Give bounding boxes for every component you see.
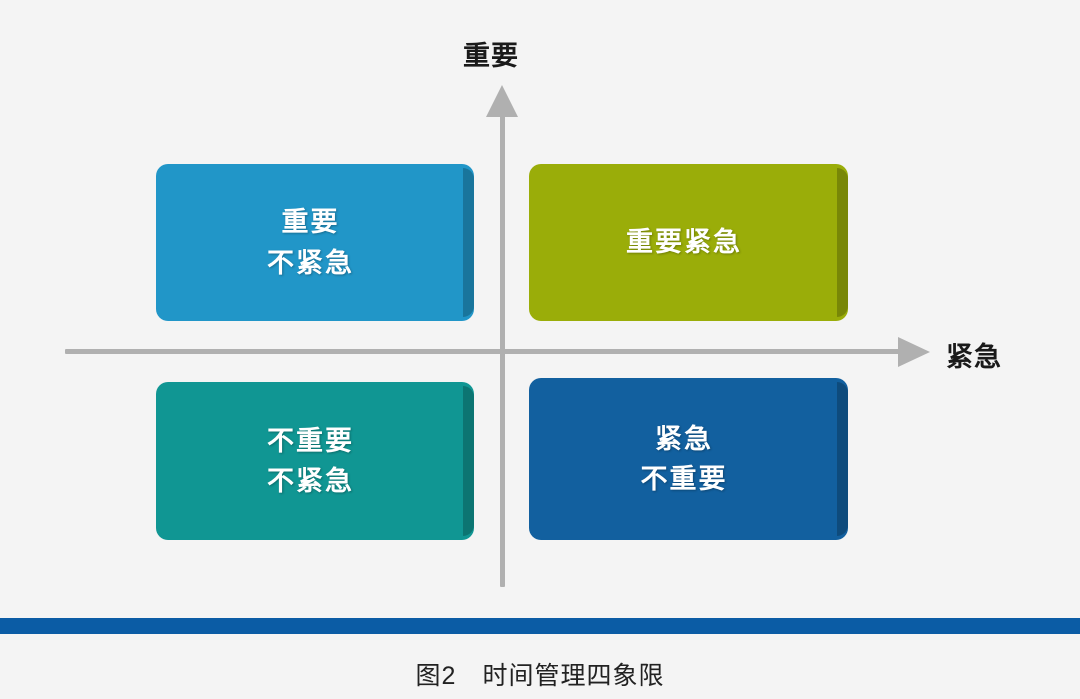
vertical-axis-label: 重要 — [463, 41, 519, 71]
quadrant-label-line: 不紧急 — [267, 466, 354, 496]
quadrant-label-line: 重要紧急 — [626, 227, 742, 258]
quadrant-urgent-not-important[interactable]: 紧急 不重要 — [529, 378, 848, 540]
arrow-right-icon — [898, 337, 930, 367]
footer-divider-bar — [0, 618, 1080, 634]
quadrant-label-line: 紧急 — [655, 423, 713, 454]
vertical-axis-line — [500, 110, 505, 587]
arrow-up-icon — [486, 85, 518, 117]
horizontal-axis-line — [65, 349, 905, 354]
quadrant-label-line: 重要 — [281, 207, 340, 237]
quadrant-label-line: 不重要 — [640, 464, 728, 494]
quadrant-label-line: 不重要 — [267, 425, 354, 456]
quadrant-label-line: 不紧急 — [267, 247, 354, 278]
horizontal-axis-label: 紧急 — [946, 342, 1002, 372]
quadrant-important-not-urgent[interactable]: 重要 不紧急 — [156, 164, 474, 321]
figure-caption: 图2 时间管理四象限 — [415, 662, 665, 690]
quadrant-important-urgent[interactable]: 重要紧急 — [529, 164, 848, 321]
quadrant-not-important-not-urgent[interactable]: 不重要 不紧急 — [156, 382, 474, 540]
